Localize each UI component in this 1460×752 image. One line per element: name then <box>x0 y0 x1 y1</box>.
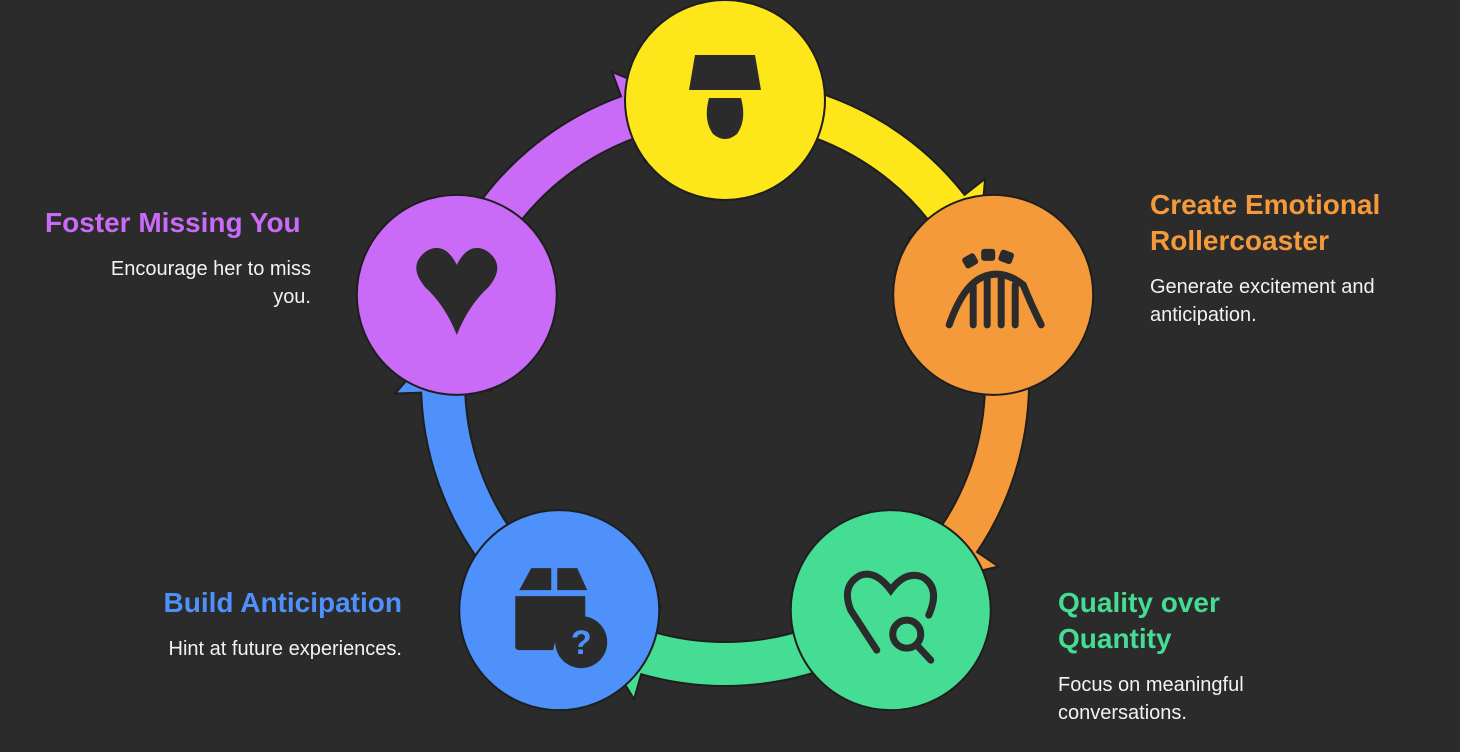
title-line: Quantity <box>1058 623 1172 654</box>
desc-line: Encourage her to miss <box>110 258 311 280</box>
desc-line: you. <box>273 286 311 308</box>
rollercoaster-icon <box>945 248 1045 329</box>
desc-line: conversations. <box>1058 702 1187 724</box>
desc-line: Focus on meaningful <box>1058 674 1244 696</box>
step-description: Generate excitement and anticipation. <box>1150 273 1450 329</box>
step-create-emotional-rollercoaster: Create Emotional Rollercoaster Generate … <box>1150 187 1450 329</box>
svg-text:?: ? <box>571 624 592 662</box>
step-title: Foster Missing You <box>45 207 301 238</box>
title-line: Rollercoaster <box>1150 225 1329 256</box>
step-circle-quality <box>789 509 992 712</box>
heart-icon <box>416 247 498 335</box>
step-circle-anticipation: ? <box>458 509 661 712</box>
step-build-anticipation: Build Anticipation Hint at future experi… <box>100 585 403 663</box>
title-line: Quality over <box>1058 587 1220 618</box>
desc-line: anticipation. <box>1150 304 1257 326</box>
step-quality-over-quantity: Quality over Quantity Focus on meaningfu… <box>1058 585 1358 727</box>
step-title: Quality over Quantity <box>1058 585 1358 657</box>
step-circle-start <box>624 0 826 201</box>
step-title: Create Emotional Rollercoaster <box>1150 187 1450 259</box>
box-question-icon: ? <box>515 568 608 669</box>
step-description: Focus on meaningful conversations. <box>1058 671 1358 727</box>
lamp-icon <box>689 55 761 139</box>
step-foster-missing-you: Foster Missing You Encourage her to miss… <box>45 205 311 311</box>
step-description: Encourage her to miss you. <box>45 255 311 311</box>
title-line: Create Emotional <box>1150 189 1381 220</box>
step-circle-missing <box>355 193 558 396</box>
step-title: Build Anticipation <box>163 587 403 618</box>
step-circle-rollercoaster <box>892 193 1095 396</box>
step-description: Hint at future experiences. <box>168 638 402 660</box>
heart-search-icon <box>843 570 938 664</box>
desc-line: Generate excitement and <box>1150 276 1375 298</box>
